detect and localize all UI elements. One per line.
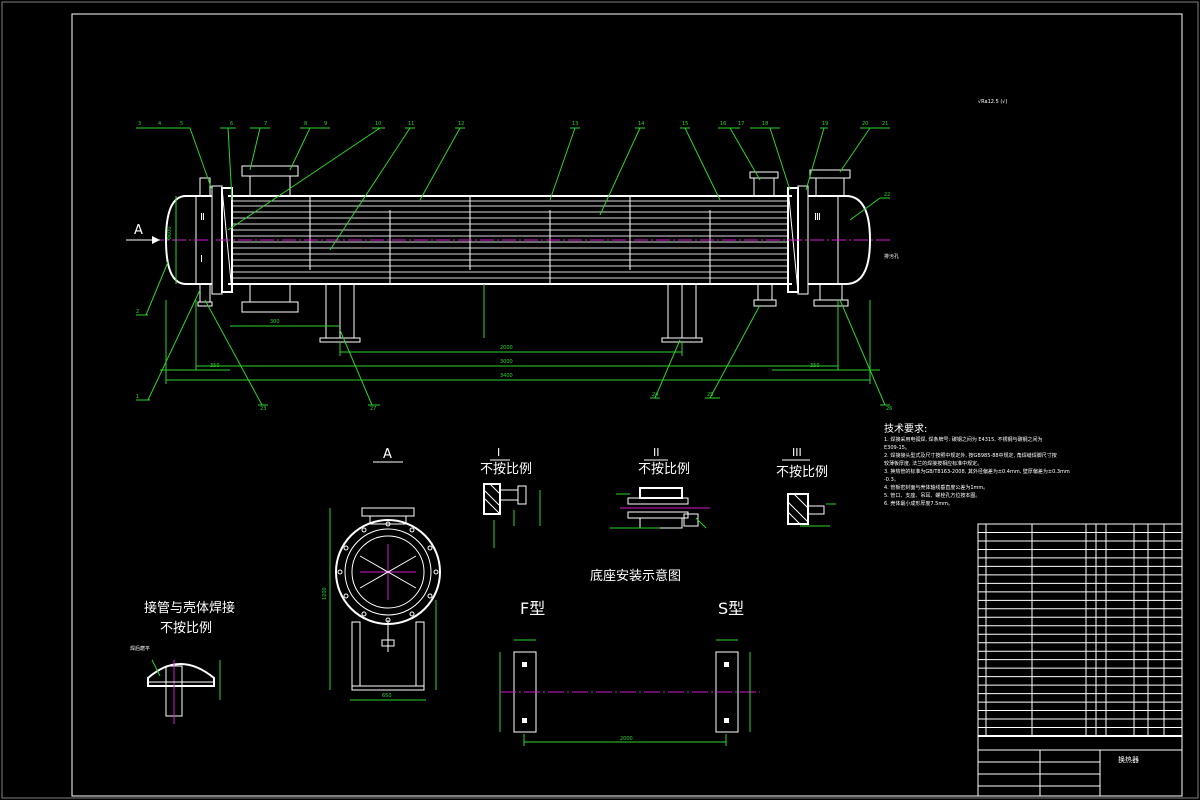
detail-i-scale: 不按比例 xyxy=(480,462,532,477)
tech-req-line: 2. 焊接接头型式及尺寸按照中规定外, 按GB985-88中规定, 角焊缝焊脚尺… xyxy=(884,452,1057,459)
svg-text:20: 20 xyxy=(862,121,868,127)
nozzle-weld-title-2: 不按比例 xyxy=(160,621,212,636)
parts-list: 换热器 xyxy=(977,523,1183,797)
svg-text:18: 18 xyxy=(762,121,768,127)
dim-tube-length: 3000 xyxy=(500,359,513,365)
svg-text:6: 6 xyxy=(230,121,233,127)
tech-req-line: 较薄板厚度, 法兰的焊接按相应标准中规定。 xyxy=(884,460,982,467)
tech-req-line: 6. 壳体最小成形厚度7.5mm。 xyxy=(884,500,953,507)
dim-overall-length: 3400 xyxy=(500,373,513,379)
tech-req-line: -0.3。 xyxy=(884,477,899,483)
tech-req-line: 5. 管口、支座、吊耳、螺栓孔方位按本图。 xyxy=(884,492,980,499)
roughness-symbol: √Ra12.5 (√) xyxy=(978,99,1007,105)
tech-req-line: E309-15。 xyxy=(884,445,910,451)
svg-text:10: 10 xyxy=(375,121,381,127)
drawing-frame xyxy=(71,13,1183,797)
dim-right-end: 350 xyxy=(810,363,820,369)
dim-base-width: 2000 xyxy=(620,736,633,742)
weld-label: 焊后磨平 xyxy=(130,645,150,652)
detail-iii-scale: 不按比例 xyxy=(776,465,828,480)
svg-text:Ⅲ: Ⅲ xyxy=(814,212,821,223)
svg-text:22: 22 xyxy=(884,192,890,198)
drawing-name: 换热器 xyxy=(1118,755,1139,764)
f-type-label: F型 xyxy=(520,599,545,618)
dim-nozzle-offset: 300 xyxy=(270,319,280,325)
svg-text:17: 17 xyxy=(738,121,744,127)
svg-text:3: 3 xyxy=(138,121,141,127)
tech-req-title: 技术要求: xyxy=(884,422,927,435)
nozzle-weld-detail: 接管与壳体焊接 不按比例 焊后磨平 xyxy=(130,600,235,724)
detail-ii-title: II xyxy=(653,446,660,459)
svg-text:23: 23 xyxy=(260,406,266,412)
svg-text:27: 27 xyxy=(370,406,376,412)
technical-requirements: 技术要求: 1. 焊接采用电弧焊, 焊条牌号: 碳钢之间为 E4315, 不锈钢… xyxy=(884,422,1070,507)
svg-text:25: 25 xyxy=(707,392,713,398)
svg-text:Ⅰ: Ⅰ xyxy=(200,254,203,265)
detail-iii-title: III xyxy=(792,446,802,459)
svg-text:24: 24 xyxy=(652,392,658,398)
svg-text:12: 12 xyxy=(458,121,464,127)
view-a-title: A xyxy=(383,447,392,462)
svg-text:16: 16 xyxy=(720,121,726,127)
svg-text:8: 8 xyxy=(304,121,307,127)
dim-view-a-height: 1200 xyxy=(322,587,328,600)
detail-ii: II 不按比例 xyxy=(610,446,710,529)
svg-text:26: 26 xyxy=(886,406,892,412)
main-elevation-view: 3400 3000 2000 300 350 350 Φ600 xyxy=(126,99,1007,412)
svg-text:13: 13 xyxy=(572,121,578,127)
svg-text:5: 5 xyxy=(180,121,183,127)
svg-text:2: 2 xyxy=(136,309,139,315)
tech-req-line: 1. 焊接采用电弧焊, 焊条牌号: 碳钢之间为 E4315, 不锈钢与碳钢之间为 xyxy=(884,436,1042,443)
svg-text:11: 11 xyxy=(408,121,414,127)
svg-text:21: 21 xyxy=(882,121,888,127)
base-install-title: 底座安装示意图 xyxy=(590,568,681,584)
svg-text:Ⅱ: Ⅱ xyxy=(200,212,205,223)
dim-left-end: 350 xyxy=(210,363,220,369)
view-a: A 1200 650 xyxy=(322,447,441,701)
tech-req-line: 3. 换热管的标准为GB/T8163-2008, 其外径偏差为±0.4mm, 壁… xyxy=(884,468,1070,475)
base-installation: 底座安装示意图 F型 S型 2000 xyxy=(499,568,760,746)
svg-text:14: 14 xyxy=(638,121,644,127)
dim-shell-dia: Φ600 xyxy=(167,227,173,240)
s-type-label: S型 xyxy=(718,599,744,618)
nozzle-side-label: 排污孔 xyxy=(884,253,899,260)
detail-iii: III 不按比例 xyxy=(776,446,836,527)
svg-text:15: 15 xyxy=(682,121,688,127)
svg-text:19: 19 xyxy=(822,121,828,127)
svg-text:7: 7 xyxy=(264,121,267,127)
dim-support-spacing: 2000 xyxy=(500,345,513,351)
arrow-a-label: A xyxy=(134,223,143,238)
detail-ii-scale: 不按比例 xyxy=(638,462,690,477)
detail-i-title: I xyxy=(497,446,500,459)
svg-text:9: 9 xyxy=(324,121,327,127)
detail-i: I 不按比例 xyxy=(480,446,541,548)
dim-view-a-width: 650 xyxy=(382,693,392,699)
nozzle-weld-title-1: 接管与壳体焊接 xyxy=(144,600,235,616)
svg-text:4: 4 xyxy=(158,121,161,127)
tech-req-line: 4. 管板密封面与壳体轴线垂直度公差为1mm。 xyxy=(884,484,988,491)
svg-text:1: 1 xyxy=(136,394,139,400)
